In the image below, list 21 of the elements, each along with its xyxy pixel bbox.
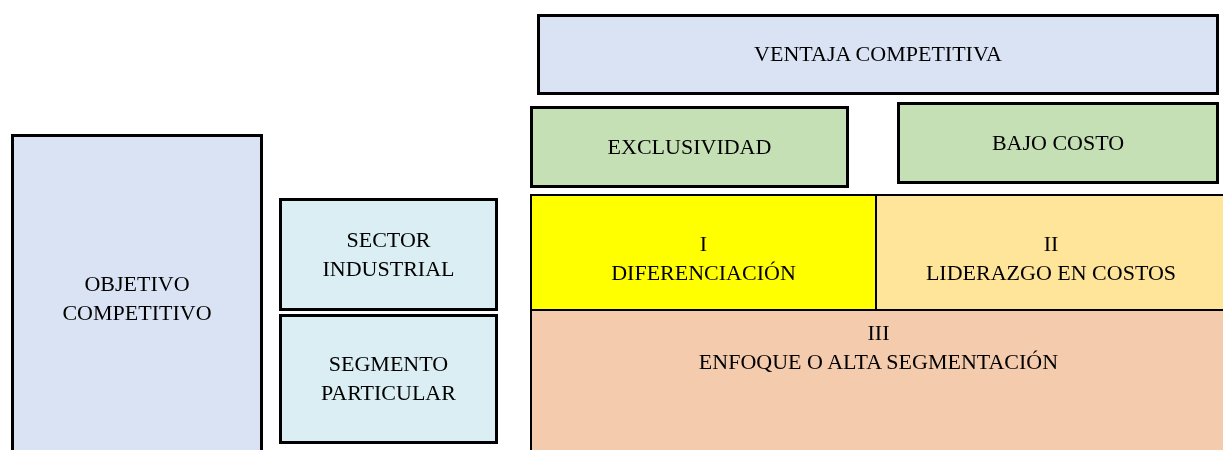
box-label: OBJETIVO COMPETITIVO [61,270,213,327]
roman-numeral: III [867,319,890,348]
box-label: SECTOR INDUSTRIAL [321,225,456,283]
strategy-cell [875,194,1223,311]
strategy-cell [530,309,1223,450]
box-label: SEGMENTO PARTICULAR [320,350,457,407]
label-box [279,198,498,311]
label-box [530,106,849,188]
strategy-cell [530,194,877,311]
box-label: ENFOQUE O ALTA SEGMENTACIÓN [698,348,1059,376]
label-box [897,102,1219,184]
box-label: LIDERAZGO EN COSTOS [925,258,1177,287]
box-label: BAJO COSTO [991,128,1125,157]
roman-numeral: II [1043,229,1059,258]
label-box [11,134,263,450]
label-box [279,314,498,444]
box-label: VENTAJA COMPETITIVA [754,40,1002,69]
roman-numeral: I [699,229,708,258]
box-label: DIFERENCIACIÓN [611,258,796,287]
label-box [537,14,1219,95]
box-label: EXCLUSIVIDAD [607,132,772,161]
